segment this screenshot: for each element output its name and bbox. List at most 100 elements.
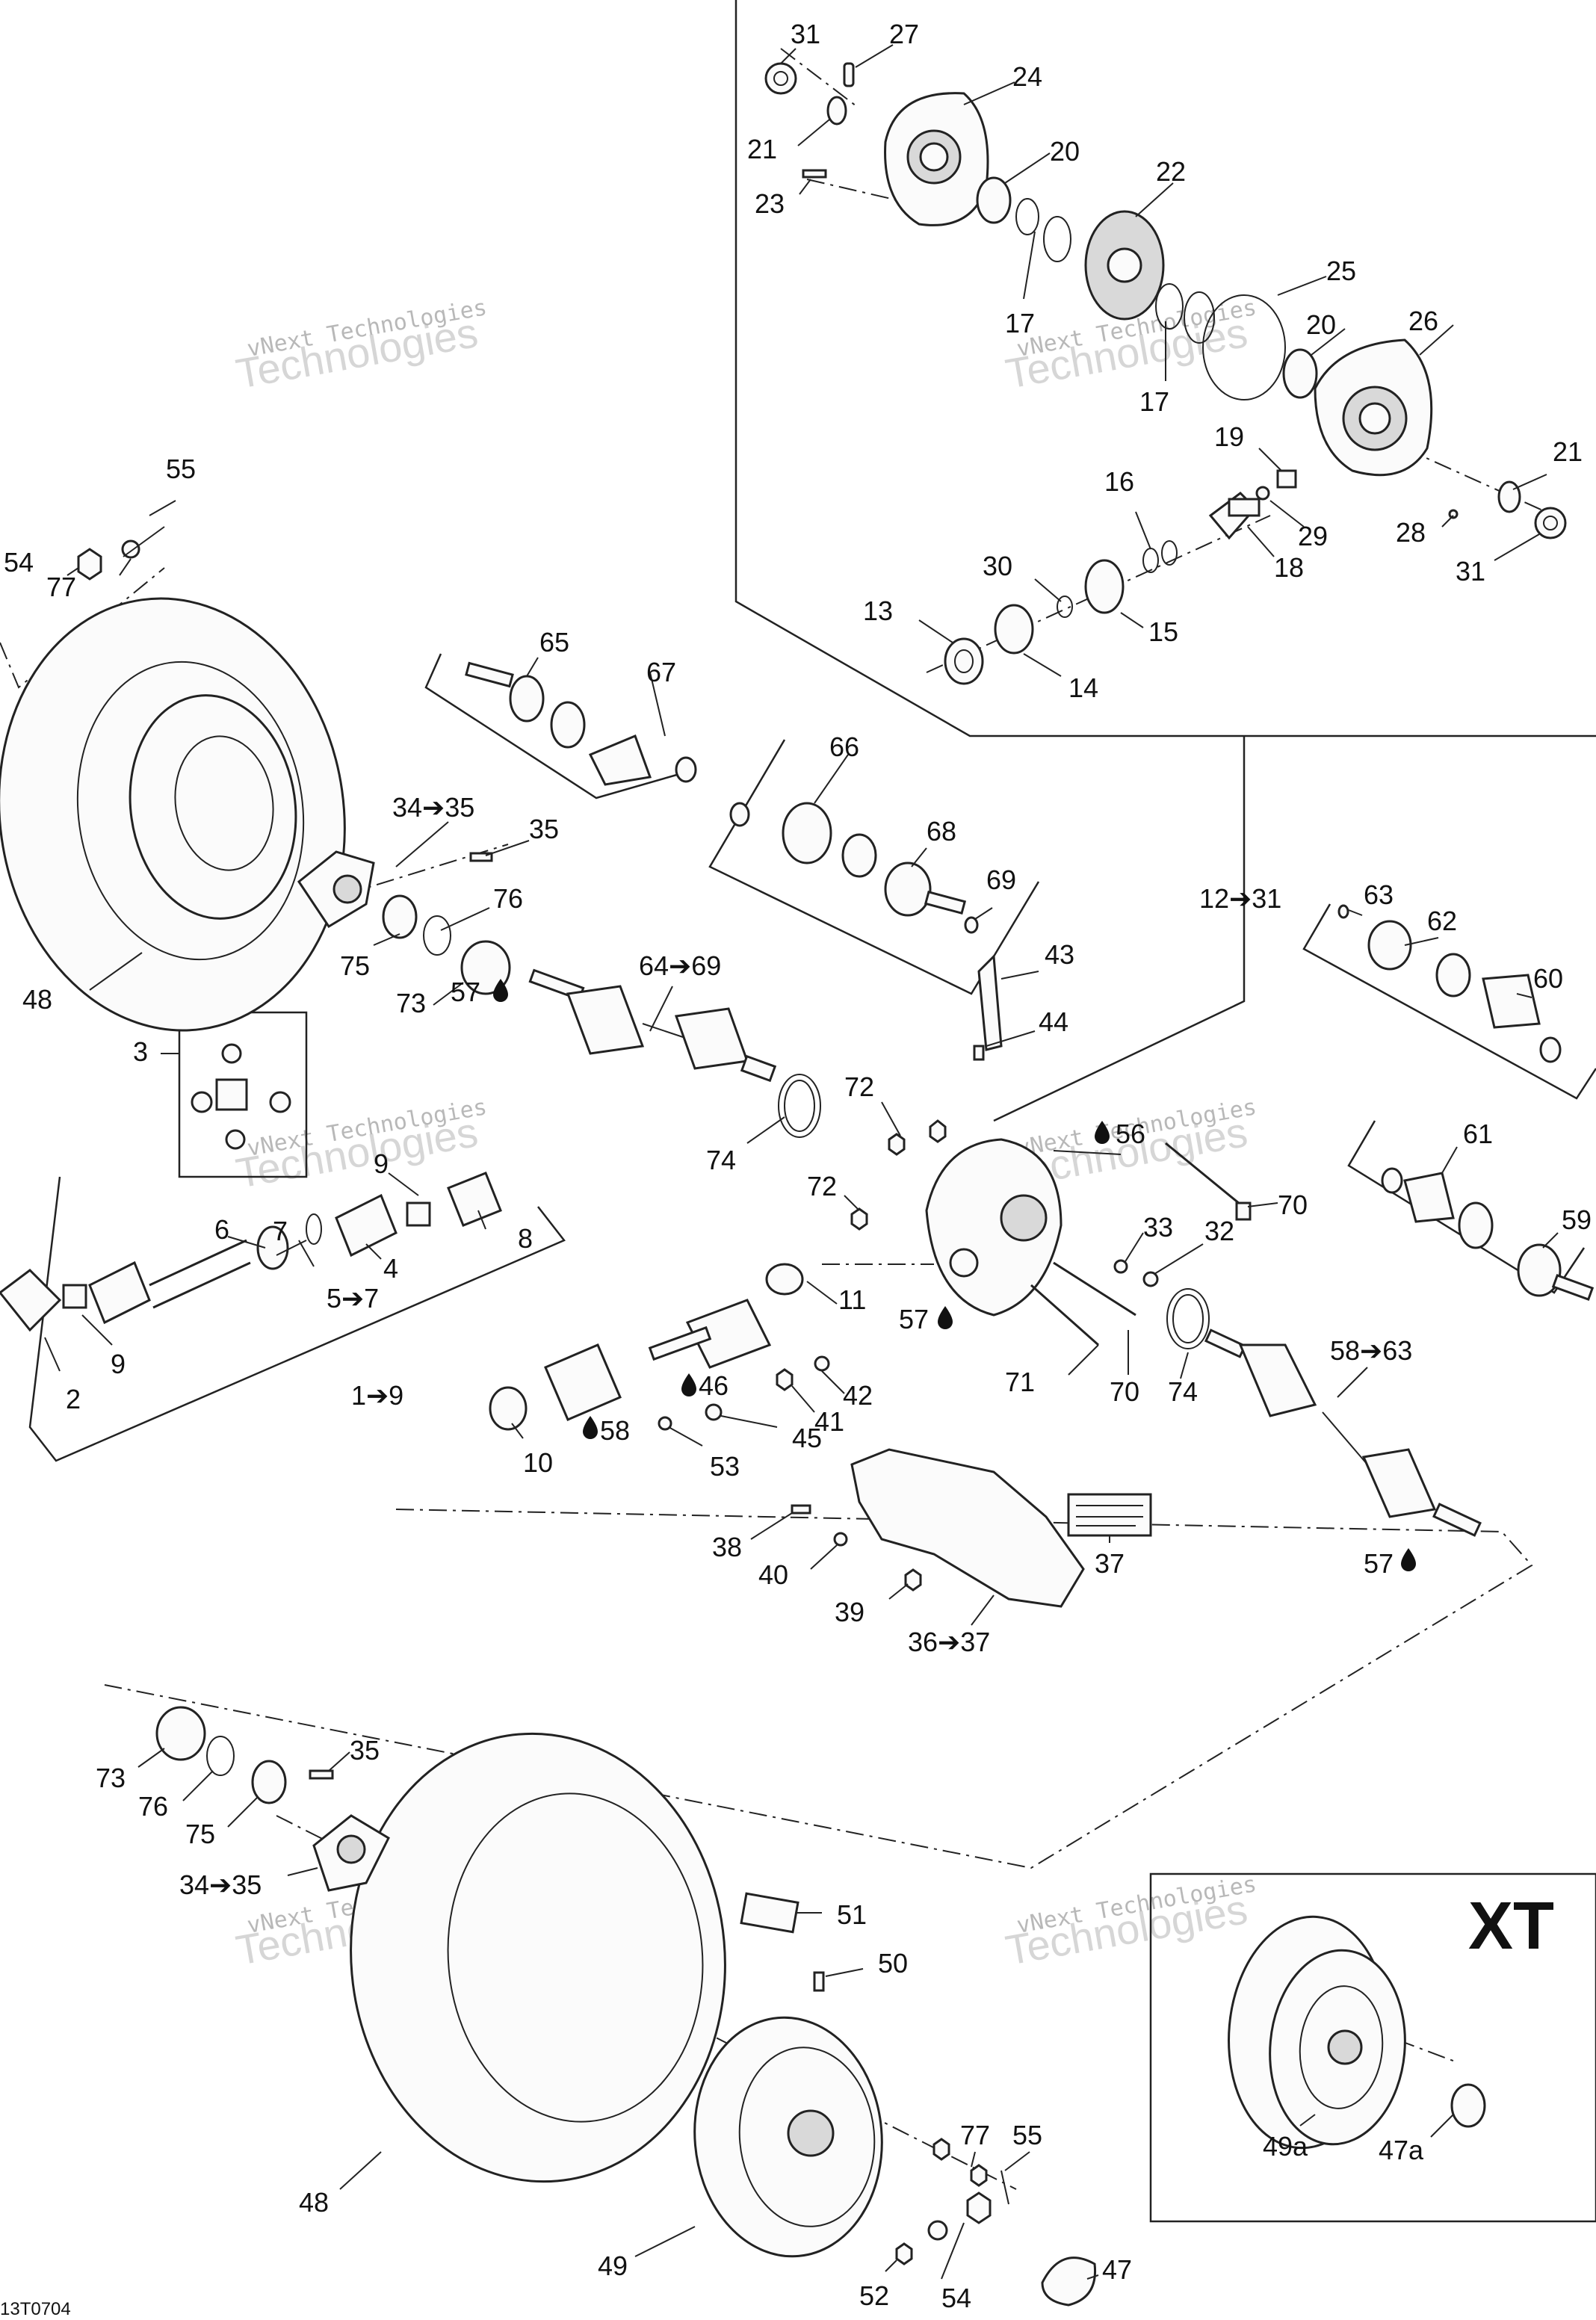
housing-12-bore (1000, 1194, 1048, 1242)
callout: 18 (1274, 552, 1304, 583)
callout: 74 (1168, 1376, 1198, 1407)
shaft-11 (648, 1326, 712, 1361)
stud-35 (469, 852, 493, 862)
leader (911, 847, 927, 867)
u-joint-3-cross (215, 1078, 248, 1111)
front-left-wheel (0, 500, 511, 1032)
callout: 42 (843, 1380, 873, 1411)
oil-drop-icon (583, 1416, 598, 1439)
o-ring-74 (778, 1074, 821, 1138)
callout: 68 (927, 816, 956, 847)
ring-gear-22-hub (1107, 247, 1142, 283)
callout: 21 (747, 134, 777, 164)
cotter-55b (1000, 2170, 1009, 2205)
leader (365, 1243, 382, 1260)
leader (720, 1415, 778, 1428)
stub-59 (1551, 1274, 1595, 1301)
leader (388, 1172, 419, 1196)
wheel-49-inner (738, 2047, 876, 2227)
leader (373, 933, 400, 946)
leader (1247, 526, 1275, 557)
callout: 66 (829, 731, 859, 762)
o-ring-74-inner (784, 1080, 815, 1132)
joint-59 (1517, 1243, 1562, 1297)
xt-variant-label: XT (1468, 1889, 1554, 1964)
tire-48-rim-edge (76, 661, 305, 961)
callout: 73 (396, 988, 426, 1018)
shim-17c (1155, 283, 1184, 330)
cross-9 (62, 1284, 87, 1309)
callout: 40 (758, 1559, 788, 1590)
yoke-1 (88, 1260, 151, 1325)
seal-75b (251, 1760, 287, 1804)
u-joint-3-cap (221, 1043, 242, 1064)
axis-line (1404, 448, 1555, 516)
callout: 72 (844, 1071, 874, 1102)
leader (1247, 1202, 1278, 1207)
boot-61 (1403, 1172, 1455, 1223)
leader (799, 179, 811, 195)
bearing-20b (1282, 348, 1318, 399)
leader (339, 2151, 382, 2190)
clamp-61 (1381, 1167, 1403, 1194)
callout: 6 (214, 1214, 229, 1245)
o-ring-25 (1202, 294, 1286, 400)
callout: 25 (1326, 256, 1356, 286)
callout: 76 (493, 883, 523, 914)
driveshaft-group-bracket (28, 1176, 566, 1462)
callout: 1➔9 (351, 1380, 403, 1411)
boot-60 (1482, 974, 1541, 1029)
callout: 51 (837, 1899, 867, 1930)
ring-76b (206, 1736, 235, 1776)
leader (1277, 276, 1327, 296)
leader (1348, 909, 1363, 916)
callout: 4 (383, 1253, 398, 1284)
callout: 15 (1148, 616, 1178, 647)
leader (974, 907, 993, 920)
frames (28, 0, 1596, 2223)
callout: 52 (859, 2280, 889, 2311)
leader (1512, 474, 1547, 490)
callout: 67 (646, 657, 676, 687)
seal-31b-inner (1543, 516, 1558, 530)
leader (1494, 533, 1540, 561)
housing-12-bore-b (949, 1248, 979, 1278)
callout: 17 (1139, 386, 1169, 417)
clip-63 (1337, 904, 1349, 919)
stub-65 (465, 661, 514, 688)
boot-58b (1361, 1448, 1437, 1518)
leader (227, 1236, 266, 1249)
leader (1086, 2274, 1099, 2280)
leader (881, 1101, 901, 1136)
nut-72b (929, 1119, 947, 1143)
leader (328, 1751, 350, 1772)
callout: 33 (1143, 1212, 1173, 1243)
callout: 29 (1298, 521, 1328, 551)
leader (1311, 328, 1346, 356)
callout: 2 (66, 1384, 81, 1414)
ring-7 (306, 1213, 322, 1245)
leader (806, 1281, 838, 1305)
leader (634, 2226, 696, 2257)
callout: 75 (185, 1819, 215, 1849)
joint-62 (1367, 920, 1412, 971)
plug-45 (705, 1403, 723, 1421)
shim-17b (1043, 216, 1071, 262)
leader-lines (44, 44, 1559, 2280)
clamp-61b (1458, 1201, 1494, 1249)
leader (971, 1594, 995, 1626)
callout: 48 (299, 2187, 329, 2218)
leader (963, 81, 1015, 105)
callout: 30 (983, 551, 1012, 581)
leader (791, 1385, 815, 1413)
o-ring-74b-inner (1172, 1294, 1204, 1343)
joint-68 (884, 862, 932, 917)
callout: 73 (96, 1763, 126, 1793)
callout: 32 (1204, 1216, 1234, 1246)
nut-39 (904, 1568, 922, 1591)
leader (477, 1210, 486, 1230)
screw-23 (802, 169, 827, 179)
callout: 44 (1039, 1006, 1068, 1037)
nut-52 (895, 2242, 913, 2265)
callout: 72 (807, 1171, 837, 1201)
